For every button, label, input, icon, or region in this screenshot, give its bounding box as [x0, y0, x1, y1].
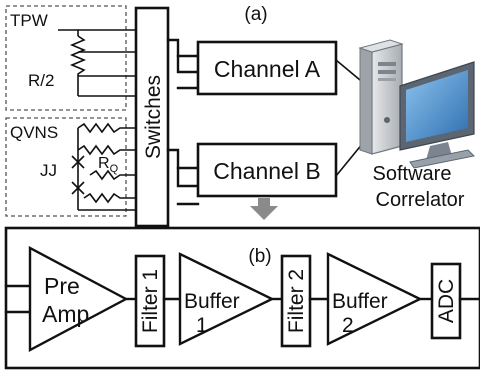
filter1-box	[134, 254, 166, 348]
preamp-label-line1: Pre	[44, 273, 80, 299]
filter2-label: Filter 2	[285, 269, 308, 333]
buffer1-triangle	[178, 252, 275, 346]
filter1-label: Filter 1	[139, 269, 162, 333]
qvns-block: QVNS JJ RQ	[5, 117, 136, 217]
panel-b-frame	[4, 226, 480, 370]
rq-label: RQ	[98, 155, 119, 175]
buffer2-label-line1: Buffer	[332, 290, 388, 313]
switches-label: Switches	[142, 75, 165, 159]
adc-box	[430, 262, 462, 340]
buffer1-label-line1: Buffer	[184, 290, 240, 313]
computer-label-line1: Software	[373, 163, 452, 185]
computer-icon	[358, 39, 476, 169]
tpw-label: TPW	[10, 11, 48, 30]
buffer2-label-line2: 2	[342, 314, 354, 337]
junction-label: JJ	[40, 161, 57, 180]
channel-a-box	[196, 40, 338, 96]
down-arrow-icon	[250, 198, 278, 220]
qvns-label: QVNS	[10, 123, 58, 142]
tpw-resistor-label: R/2	[28, 71, 54, 90]
tpw-block: TPW R/2	[5, 5, 136, 111]
channel-a-label: Channel A	[214, 56, 321, 82]
panel-a-label: (a)	[244, 4, 267, 25]
channel-b-label: Channel B	[213, 158, 320, 184]
resistor-icon	[69, 35, 87, 88]
buffer2-triangle	[326, 252, 423, 346]
panel-b-label: (b)	[248, 246, 271, 267]
buffer1-label-line2: 1	[196, 314, 208, 337]
preamp-triangle	[28, 246, 129, 352]
junction-icon	[71, 155, 85, 195]
channel-b-box	[196, 142, 338, 198]
switches-box	[134, 6, 170, 228]
adc-label: ADC	[435, 279, 458, 323]
filter2-box	[280, 254, 312, 348]
computer-label-line2: Correlator	[376, 189, 465, 211]
preamp-label-line2: Amp	[42, 301, 89, 327]
